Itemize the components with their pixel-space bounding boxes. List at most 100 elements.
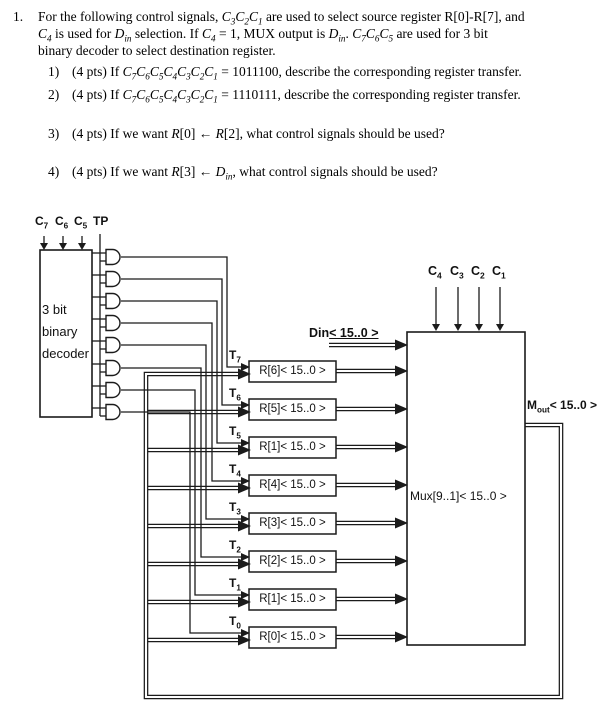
t-load-arrow — [241, 477, 250, 485]
decoder-input-label-c7: C7 — [35, 214, 49, 231]
t-wire — [121, 389, 243, 596]
decoder-input-arrow — [78, 243, 86, 250]
mux-input-arrow — [395, 517, 408, 529]
item-number: 3) — [48, 126, 60, 141]
question-item: 1)(4 pts) If C7C6C5C4C3C2C1 = 1011100, d… — [48, 63, 522, 82]
question-item: 3) (4 pts) If we want R[0] ← R[2], what c… — [48, 125, 445, 142]
t-label: T3 — [229, 500, 241, 517]
question-intro-line: For the following control signals, C3C2C… — [38, 9, 525, 27]
register-box — [248, 512, 337, 535]
register-label: R[1]< 15..0 > — [259, 441, 326, 453]
register-input-arrow — [238, 596, 251, 608]
decoder-input-label-c5: C5 — [74, 214, 88, 231]
register-box — [248, 398, 337, 421]
and-gate — [105, 403, 121, 421]
decoder-label-line: 3 bit — [42, 302, 67, 317]
din-name: Din — [309, 326, 330, 340]
mout-label: Mout< 15..0 > — [527, 398, 598, 415]
t-label: T6 — [229, 386, 241, 403]
question-item: 4) (4 pts) If we want R[3] ← Din, what co… — [48, 163, 438, 182]
question-item: 2) (4 pts) If C7C6C5C4C3C2C1 = 1110111, d… — [48, 86, 521, 105]
tp-label: TP — [93, 214, 109, 228]
item-text: (4 pts) If C7C6C5C4C3C2C1 = 1011100, des… — [72, 64, 522, 82]
mux-control-label-c3: C3 — [450, 264, 464, 281]
mux-box — [406, 331, 526, 646]
register-box — [248, 360, 337, 383]
register-label: R[4]< 15..0 > — [259, 479, 326, 491]
t-label: T4 — [229, 462, 241, 479]
mux-input-arrow — [395, 403, 408, 415]
item-number: 4) — [48, 164, 60, 179]
decoder-input-arrow — [40, 243, 48, 250]
mux-control-arrow — [475, 324, 483, 331]
shape-layer — [39, 248, 526, 649]
register-input-arrow — [238, 634, 251, 646]
mux-control-arrow — [496, 324, 504, 331]
decoder-box — [39, 249, 93, 418]
mux-control-arrow — [454, 324, 462, 331]
register-label: R[5]< 15..0 > — [259, 403, 326, 415]
t-wire — [121, 300, 243, 444]
t-load-arrow — [241, 401, 250, 409]
din-input-arrow — [395, 339, 408, 351]
din-range: < 15..0 > — [329, 326, 379, 340]
register-box — [248, 550, 337, 573]
decoder-input-label-c6: C6 — [55, 214, 69, 231]
question-intro-line: C4 is used for Din selection. If C4 = 1,… — [38, 26, 488, 44]
t-label: T7 — [229, 348, 241, 365]
question-number: 1. — [13, 9, 24, 24]
and-gate — [105, 314, 121, 332]
item-number: 2) — [48, 87, 60, 102]
register-input-arrow — [238, 368, 251, 380]
and-gate — [105, 248, 121, 266]
t-wire — [121, 411, 243, 634]
t-label: T2 — [229, 538, 241, 555]
decoder-label-line: decoder — [42, 346, 89, 361]
register-label: R[6]< 15..0 > — [259, 365, 326, 377]
and-gate — [105, 292, 121, 310]
t-label: T5 — [229, 424, 241, 441]
mout-feedback-bus-core — [144, 372, 563, 699]
arrow-layer — [40, 243, 504, 646]
register-box — [248, 436, 337, 459]
register-input-arrow — [238, 558, 251, 570]
din-label: Din< 15..0 > — [309, 326, 379, 340]
mux-input-arrow — [395, 365, 408, 377]
mux-control-label-c2: C2 — [471, 264, 485, 281]
mux-control-label-c4: C4 — [428, 264, 442, 281]
t-load-arrow — [241, 515, 250, 523]
register-label: R[2]< 15..0 > — [259, 555, 326, 567]
t-load-arrow — [241, 363, 250, 371]
register-input-arrow — [238, 444, 251, 456]
item-text: (4 pts) If C7C6C5C4C3C2C1 = 1110111, des… — [72, 87, 521, 105]
register-label: R[3]< 15..0 > — [259, 517, 326, 529]
mux-control-arrow — [432, 324, 440, 331]
mux-label: Mux[9..1]< 15..0 > — [410, 489, 507, 503]
mux-input-arrow — [395, 479, 408, 491]
and-gate — [105, 336, 121, 354]
bus-layer — [143, 342, 564, 700]
item-text: (4 pts) If we want R[0] ← R[2], what con… — [72, 126, 445, 141]
register-box — [248, 588, 337, 611]
register-box — [248, 474, 337, 497]
register-label: R[1]< 15..0 > — [259, 593, 326, 605]
mux-input-arrow — [395, 593, 408, 605]
register-label: R[0]< 15..0 > — [259, 631, 326, 643]
t-wire — [121, 322, 243, 482]
item-text: (4 pts) If we want R[3] ← Din, what cont… — [72, 164, 438, 182]
decoder-label-line: binary — [42, 324, 78, 339]
decoder-input-arrow — [59, 243, 67, 250]
wire-layer — [43, 234, 501, 634]
t-load-arrow — [241, 591, 250, 599]
t-wire — [121, 344, 243, 520]
t-load-arrow — [241, 629, 250, 637]
t-wire — [121, 256, 243, 368]
t-label: T1 — [229, 576, 241, 593]
and-gate — [105, 270, 121, 288]
register-input-arrow — [238, 520, 251, 532]
t-label: T0 — [229, 614, 241, 631]
mux-input-arrow — [395, 631, 408, 643]
and-gate — [105, 359, 121, 377]
